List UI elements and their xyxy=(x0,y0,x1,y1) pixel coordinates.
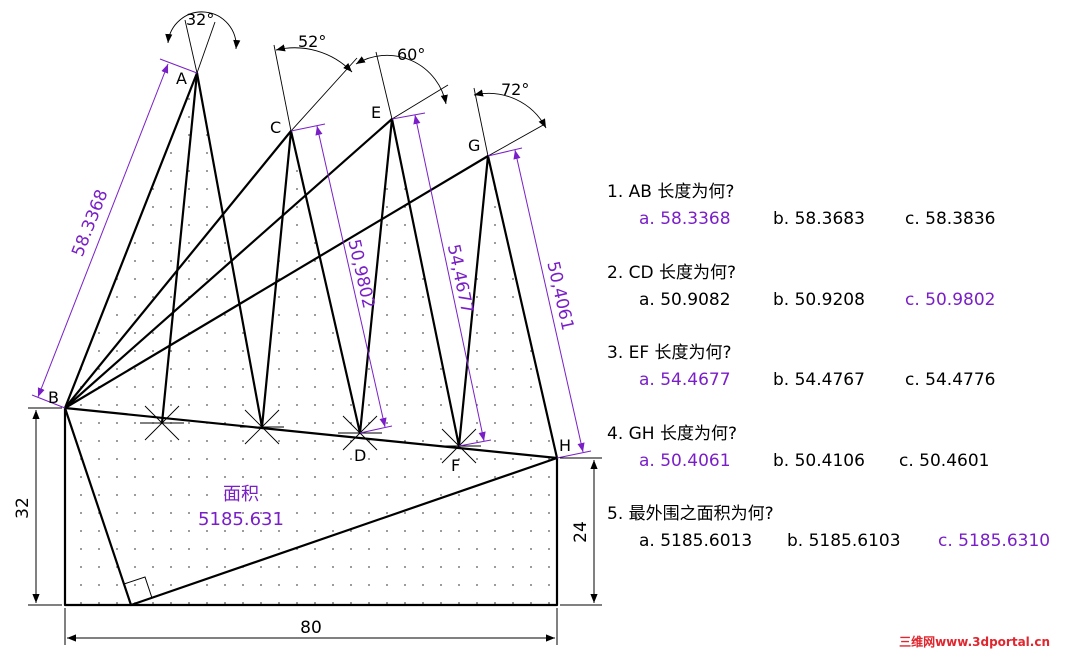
question-title: 3. EF 长度为何? xyxy=(607,343,732,363)
label-point-b: B xyxy=(48,388,59,407)
gh-ext-top xyxy=(487,147,523,157)
black-dimensions xyxy=(28,407,602,645)
gh-ext-bottom xyxy=(556,450,592,459)
angle-constructions xyxy=(165,11,547,157)
ef-dim-line xyxy=(413,114,486,442)
label-point-a: A xyxy=(176,69,187,88)
question-1: 1. AB 长度为何? a. 58.3368 b. 58.3683 c. 58.… xyxy=(607,178,1062,259)
question-list: 1. AB 长度为何? a. 58.3368 b. 58.3683 c. 58.… xyxy=(607,178,1062,581)
star-mark xyxy=(140,405,184,441)
question-title: 2. CD 长度为何? xyxy=(607,262,737,283)
option-b[interactable]: b. 54.4767 xyxy=(773,370,865,390)
question-title: 1. AB 长度为何? xyxy=(607,182,735,202)
option-a[interactable]: a. 5185.6013 xyxy=(639,531,753,551)
label-point-d: D xyxy=(354,446,366,465)
question-options: a. 5185.6013 b. 5185.6103 c. 5185.6310 xyxy=(607,528,1062,554)
angle-ext-line xyxy=(487,123,546,157)
angle-arc xyxy=(165,11,241,50)
dim-text-ef: 54,4677 xyxy=(443,242,477,315)
option-c[interactable]: c. 5185.6310 xyxy=(938,531,1051,551)
line-bh xyxy=(64,406,558,460)
question-options: a. 50.4061 b. 50.4106 c. 50.4601 xyxy=(607,448,1062,474)
angle-arc xyxy=(473,89,547,129)
area-label: 面积 xyxy=(223,484,259,505)
rectangle-outline xyxy=(63,408,559,607)
angle-label-4: 72° xyxy=(501,80,529,99)
ab-ext-top xyxy=(159,58,198,74)
angle-label-1: 32° xyxy=(186,10,214,29)
option-a[interactable]: a. 50.9082 xyxy=(639,289,731,310)
option-b[interactable]: b. 50.9208 xyxy=(773,289,865,310)
label-point-g: G xyxy=(468,136,480,155)
option-c[interactable]: c. 58.3836 xyxy=(905,209,996,229)
question-5: 5. 最外围之面积为何? a. 5185.6013 b. 5185.6103 c… xyxy=(607,500,1062,581)
option-a[interactable]: a. 54.4677 xyxy=(639,370,731,390)
option-c[interactable]: c. 50.9802 xyxy=(905,289,996,310)
shape-fill xyxy=(65,73,557,605)
angle-ext-line xyxy=(290,57,358,132)
dim-text-cd: 50,9802 xyxy=(343,237,378,310)
purple-dimensions xyxy=(31,58,592,459)
right-angle-mark xyxy=(123,576,153,599)
option-c[interactable]: c. 50.4601 xyxy=(899,450,990,471)
area-value: 5185.631 xyxy=(198,509,284,530)
option-b[interactable]: b. 58.3683 xyxy=(773,209,865,229)
dim-text-right: 24 xyxy=(571,521,591,543)
angle-arc xyxy=(355,54,448,105)
label-point-c: C xyxy=(270,118,281,137)
ab-ext-bottom xyxy=(31,394,66,409)
question-options: a. 54.4677 b. 54.4767 c. 54.4776 xyxy=(607,367,1062,393)
question-options: a. 58.3368 b. 58.3683 c. 58.3836 xyxy=(607,206,1062,232)
label-point-e: E xyxy=(371,103,381,122)
label-point-f: F xyxy=(451,456,460,475)
cd-dim-line xyxy=(315,125,387,428)
option-a[interactable]: a. 50.4061 xyxy=(639,450,731,471)
label-point-h: H xyxy=(559,436,571,455)
watermark-text: 三维网www.3dportal.cn xyxy=(899,635,1050,649)
ef-ext-top xyxy=(391,112,426,120)
question-options: a. 50.9082 b. 50.9208 c. 50.9802 xyxy=(607,287,1062,313)
question-3: 3. EF 长度为何? a. 54.4677 b. 54.4767 c. 54.… xyxy=(607,339,1062,420)
angle-arc xyxy=(275,44,353,73)
dim-text-left: 32 xyxy=(13,497,33,519)
option-b[interactable]: b. 5185.6103 xyxy=(787,531,901,551)
option-a[interactable]: a. 58.3368 xyxy=(639,209,731,229)
question-title: 4. GH 长度为何? xyxy=(607,423,738,444)
ab-dim-line xyxy=(37,63,169,398)
cd-ext-bottom xyxy=(359,425,393,434)
ef-ext-bottom xyxy=(458,439,492,447)
option-c[interactable]: c. 54.4776 xyxy=(905,370,996,390)
dim-text-bottom: 80 xyxy=(300,618,322,638)
question-4: 4. GH 长度为何? a. 50.4061 b. 50.4106 c. 50.… xyxy=(607,420,1062,501)
gh-dim-line xyxy=(513,149,585,453)
star-mark xyxy=(240,409,284,445)
question-title: 5. 最外围之面积为何? xyxy=(607,504,774,524)
cd-ext-top xyxy=(290,123,326,132)
angle-ext-line xyxy=(196,21,216,74)
question-2: 2. CD 长度为何? a. 50.9082 b. 50.9208 c. 50.… xyxy=(607,259,1062,340)
option-b[interactable]: b. 50.4106 xyxy=(773,450,865,471)
angle-label-2: 52° xyxy=(298,32,326,51)
angle-label-3: 60° xyxy=(397,45,425,64)
inner-triangle xyxy=(63,407,558,607)
